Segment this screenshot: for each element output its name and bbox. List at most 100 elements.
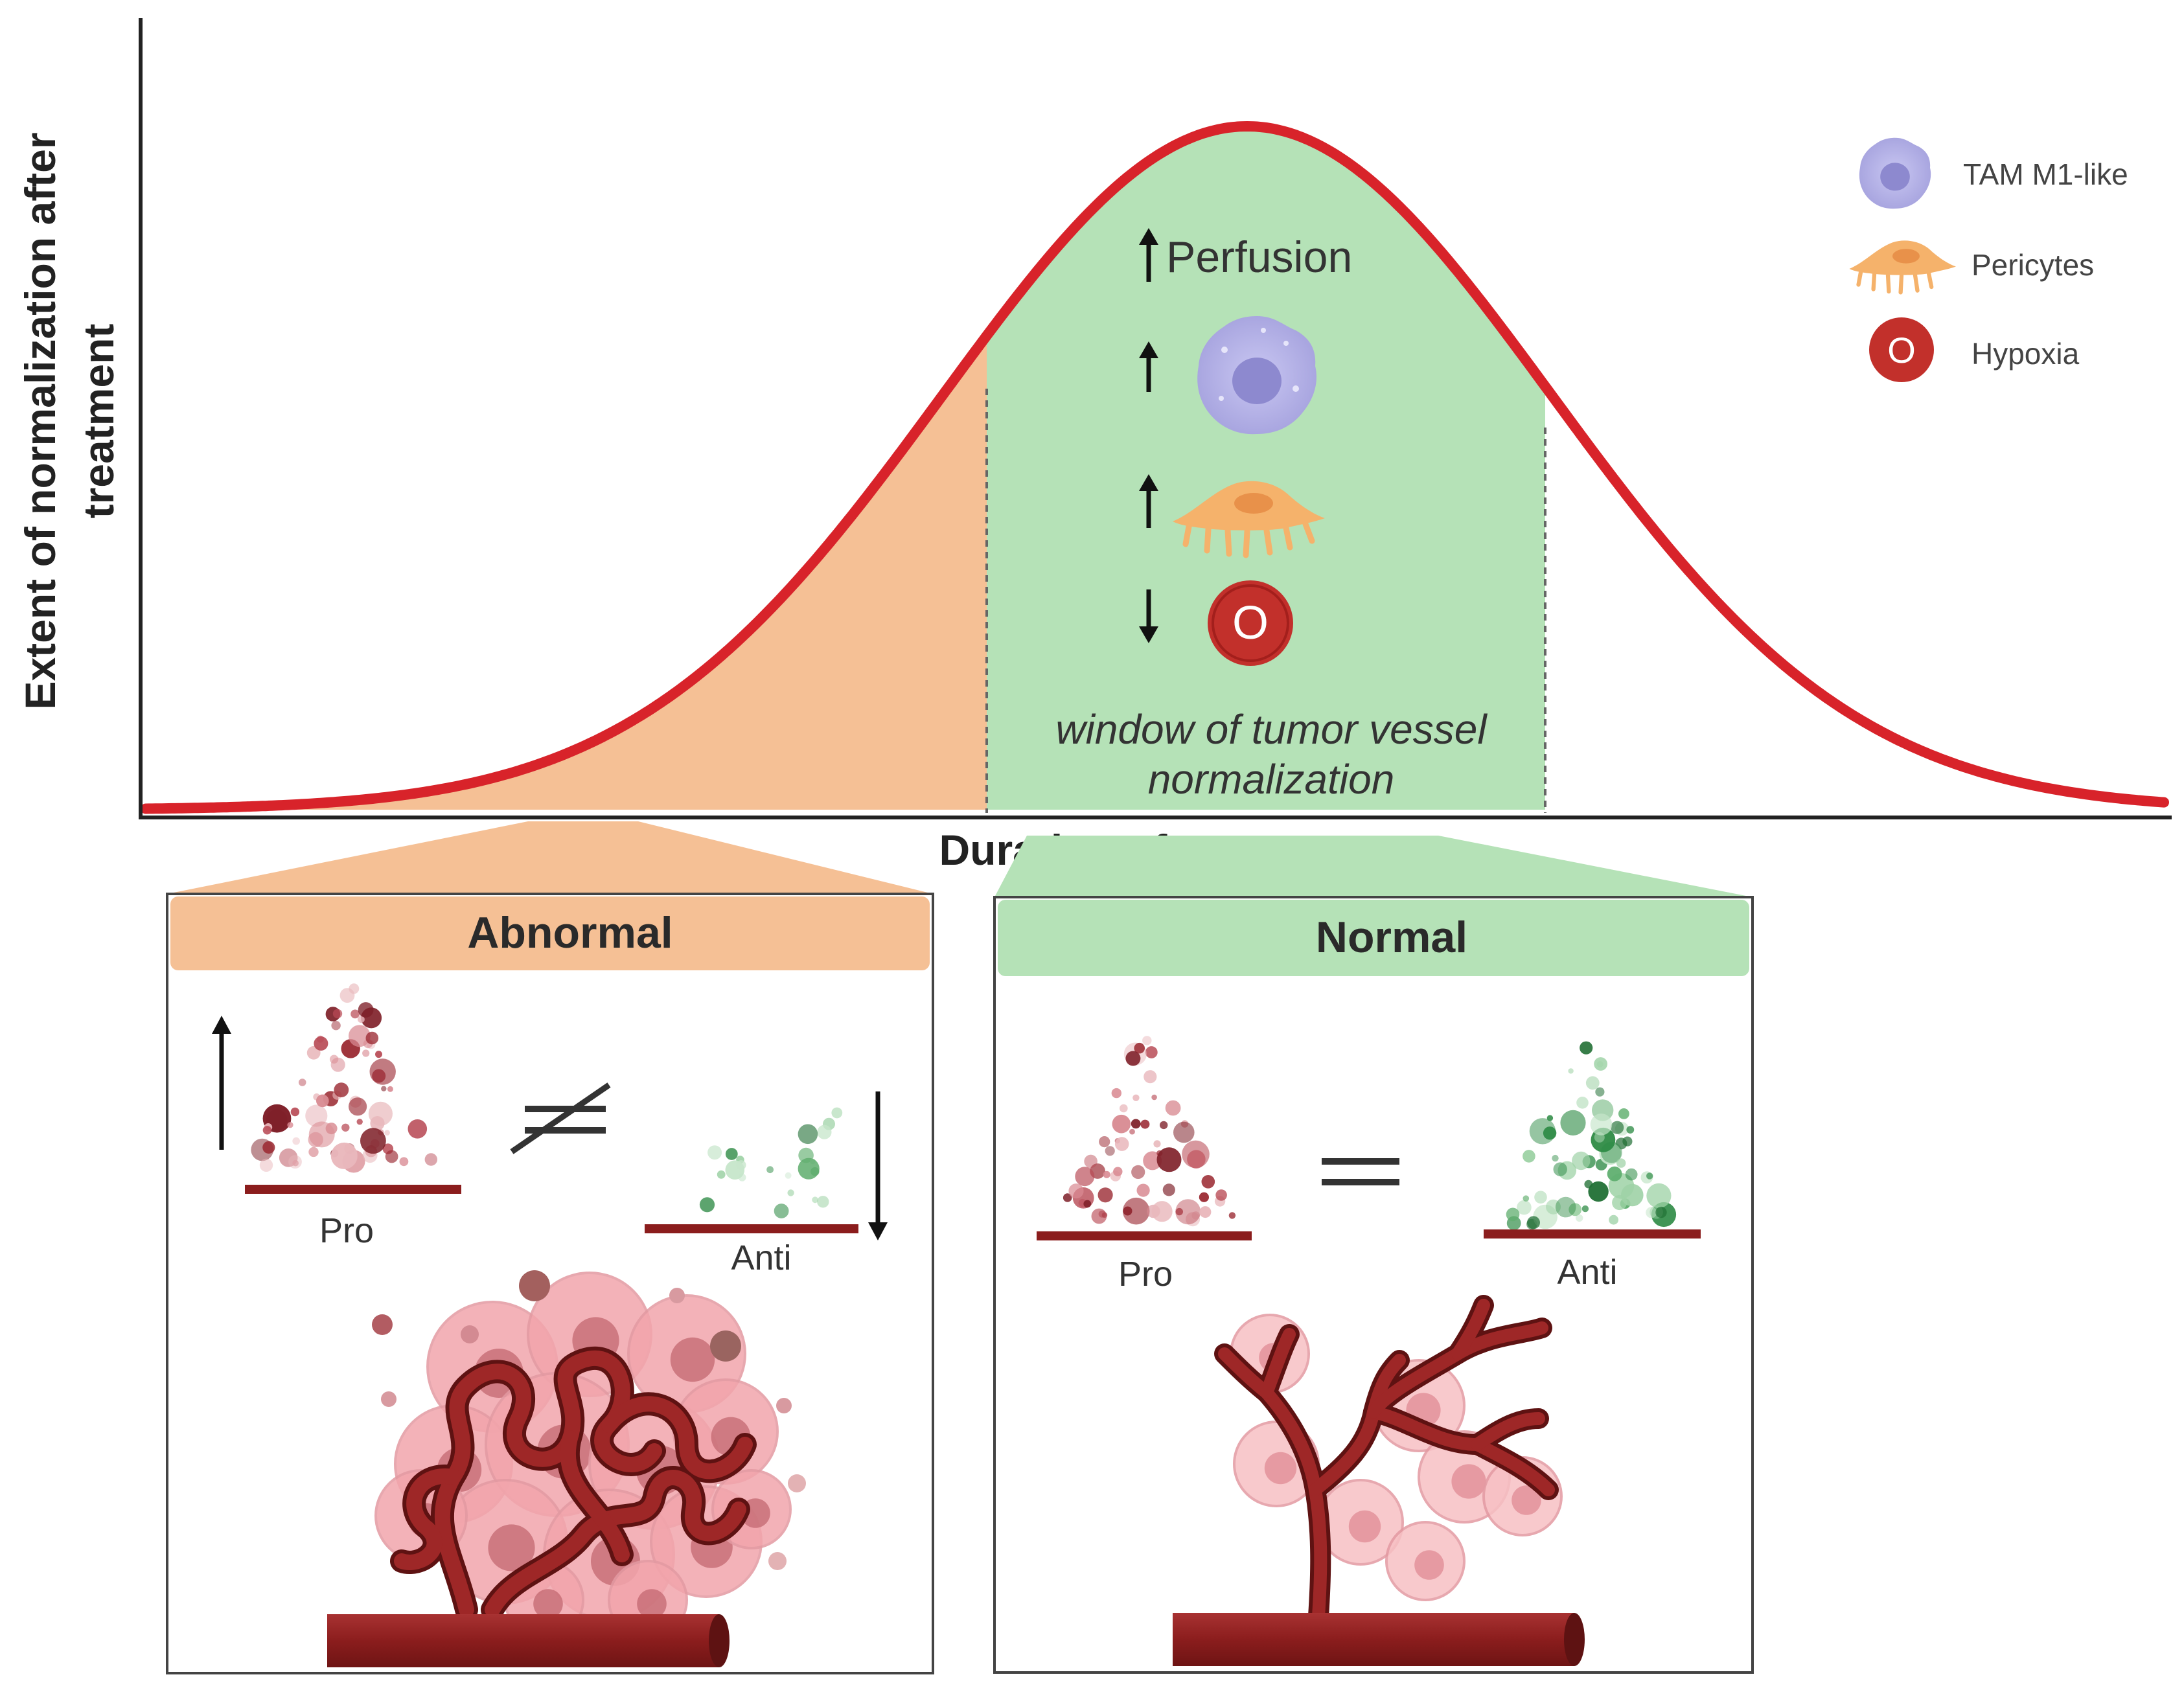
factor-dot bbox=[1534, 1191, 1547, 1204]
up-arrowhead-icon bbox=[1139, 474, 1158, 491]
factor-dot bbox=[1143, 1151, 1162, 1170]
macrophage-icon bbox=[1859, 137, 1931, 209]
legend-item-hypoxia: O Hypoxia bbox=[1869, 317, 2080, 382]
pericyte-icon bbox=[1849, 240, 1956, 295]
factor-dot bbox=[332, 1009, 343, 1019]
factor-dot bbox=[288, 1155, 302, 1169]
factor-dot bbox=[1555, 1196, 1576, 1218]
cell-nucleus bbox=[533, 1589, 563, 1619]
factor-dot bbox=[725, 1148, 738, 1160]
abnormal-region bbox=[146, 336, 987, 810]
factor-dot bbox=[707, 1145, 722, 1160]
particle bbox=[710, 1330, 741, 1362]
factor-dot bbox=[375, 1051, 382, 1058]
abnormal-panel: Abnormal Pro Anti bbox=[166, 893, 934, 1674]
y-axis-label-line2: treatment bbox=[75, 324, 122, 519]
particle bbox=[381, 1391, 397, 1407]
factor-dot bbox=[259, 1158, 273, 1172]
factor-dot bbox=[1145, 1046, 1158, 1058]
legend-label-hypoxia: Hypoxia bbox=[1971, 337, 2080, 371]
factor-dot bbox=[1646, 1172, 1653, 1180]
factor-dot bbox=[1523, 1150, 1535, 1163]
factor-dot bbox=[1215, 1189, 1227, 1201]
legend-item-pericytes: Pericytes bbox=[1849, 240, 2094, 295]
factor-dot bbox=[1585, 1076, 1600, 1090]
factor-dot bbox=[1103, 1170, 1110, 1178]
factor-dot bbox=[385, 1150, 398, 1163]
factor-dot bbox=[1590, 1113, 1613, 1136]
equal-sign bbox=[1322, 1158, 1399, 1185]
factor-dot bbox=[736, 1160, 746, 1170]
particle bbox=[788, 1474, 806, 1492]
factor-dot bbox=[1173, 1121, 1195, 1143]
abnormal-anti-label: Anti bbox=[731, 1239, 791, 1277]
hypoxia-glyph: O bbox=[1232, 597, 1269, 649]
factor-dot bbox=[1569, 1203, 1582, 1216]
factor-dot bbox=[1144, 1070, 1157, 1084]
abnormal-tumor-illustration bbox=[327, 1270, 806, 1667]
factor-dot bbox=[1083, 1200, 1092, 1208]
factor-dot bbox=[308, 1132, 323, 1148]
factor-dot bbox=[1182, 1140, 1210, 1169]
hypoxia-icon: O bbox=[1869, 317, 1934, 382]
factor-dot bbox=[1175, 1199, 1201, 1225]
factor-dot bbox=[1140, 1119, 1150, 1129]
factor-dot bbox=[1162, 1183, 1175, 1196]
factor-dot bbox=[1156, 1147, 1182, 1172]
factor-dot bbox=[1625, 1168, 1638, 1181]
factor-dot bbox=[1131, 1119, 1141, 1129]
factor-dot bbox=[1113, 1167, 1123, 1176]
factor-dot bbox=[1588, 1181, 1609, 1202]
indicator-hypoxia: O bbox=[1139, 580, 1293, 666]
factor-dot bbox=[1068, 1183, 1084, 1199]
factor-dot bbox=[1151, 1094, 1157, 1101]
factor-dot bbox=[314, 1036, 328, 1051]
factor-dot bbox=[1199, 1192, 1209, 1202]
factor-dot bbox=[1580, 1041, 1593, 1055]
factor-dot bbox=[292, 1159, 299, 1167]
pericyte-icon bbox=[1173, 481, 1325, 558]
factor-dot bbox=[699, 1197, 715, 1213]
factor-dot bbox=[349, 983, 360, 994]
factor-dot bbox=[1616, 1158, 1626, 1168]
factor-dot bbox=[1553, 1162, 1567, 1176]
factor-dot bbox=[349, 1097, 367, 1116]
factor-dot bbox=[341, 1123, 350, 1132]
normal-pro-factors bbox=[1063, 1036, 1236, 1227]
window-label: window of tumor vessel bbox=[1055, 706, 1488, 753]
factor-dot bbox=[1151, 1201, 1173, 1222]
cell-nucleus bbox=[1451, 1464, 1486, 1499]
cell-nucleus bbox=[637, 1589, 667, 1619]
hypoxia-icon: O bbox=[1208, 580, 1293, 666]
factor-dot bbox=[365, 1031, 379, 1045]
factor-dot bbox=[1098, 1187, 1113, 1203]
cell-nucleus bbox=[488, 1524, 535, 1571]
normal-pro-label: Pro bbox=[1118, 1255, 1173, 1294]
indicator-perfusion: Perfusion bbox=[1139, 228, 1352, 282]
factor-dot bbox=[262, 1141, 275, 1154]
factor-dot bbox=[358, 1016, 365, 1023]
factor-dot bbox=[1129, 1128, 1135, 1135]
up-arrowhead-icon bbox=[212, 1016, 231, 1034]
normalization-curve-chart: Extent of normalization after treatment … bbox=[16, 18, 2172, 874]
factor-dot bbox=[408, 1119, 428, 1139]
factor-dot bbox=[1506, 1207, 1520, 1222]
factor-dot bbox=[331, 1021, 341, 1031]
factor-dot bbox=[774, 1204, 789, 1218]
abnormal-pro-factors bbox=[251, 983, 437, 1173]
cell-nucleus bbox=[670, 1337, 715, 1382]
factor-dot bbox=[1560, 1110, 1586, 1136]
abnormal-anti-factors bbox=[699, 1107, 843, 1218]
factor-dot bbox=[1199, 1206, 1212, 1218]
particle bbox=[519, 1270, 550, 1301]
abnormal-pro-label: Pro bbox=[319, 1211, 374, 1250]
factor-dot bbox=[1612, 1194, 1627, 1211]
legend-label-pericytes: Pericytes bbox=[1971, 248, 2094, 282]
legend-label-tam: TAM M1-like bbox=[1963, 157, 2128, 191]
normal-header bbox=[998, 900, 1749, 976]
factor-dot bbox=[812, 1196, 818, 1204]
factor-dot bbox=[1063, 1193, 1072, 1202]
factor-dot bbox=[1120, 1104, 1128, 1113]
factor-dot bbox=[1546, 1199, 1561, 1215]
